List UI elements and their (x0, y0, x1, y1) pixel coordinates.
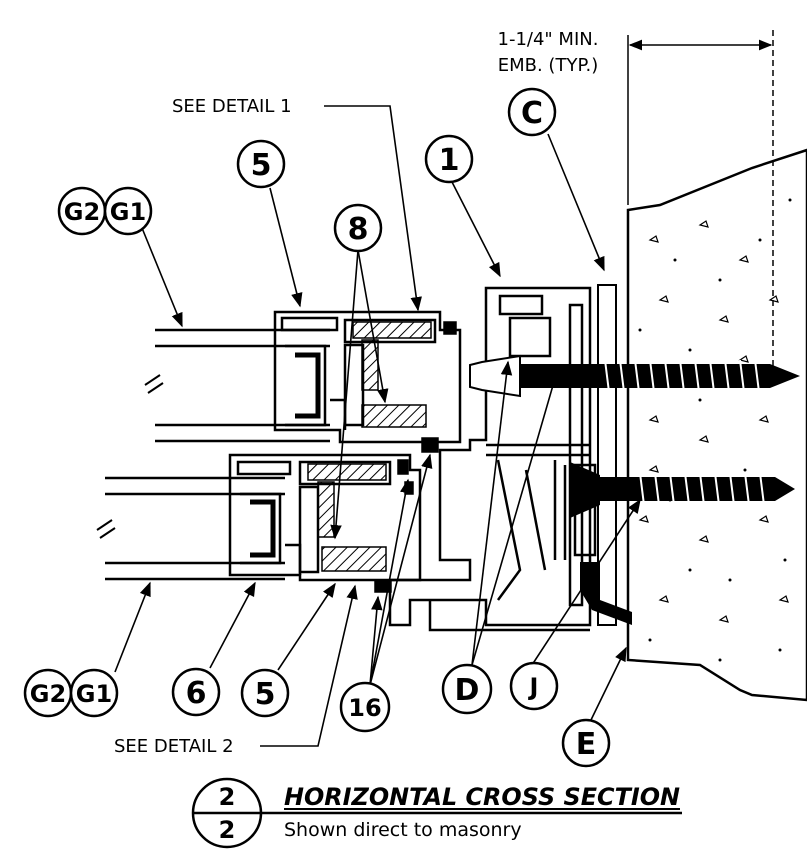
svg-text:G2: G2 (30, 680, 66, 708)
svg-text:5: 5 (255, 677, 276, 712)
callout-5-bottom: 5 (240, 668, 290, 718)
sealant-bead (580, 562, 632, 625)
svg-text:J: J (528, 673, 539, 701)
callout-d: D (441, 663, 493, 715)
upper-glass-unit (144, 328, 330, 443)
drawing-title: HORIZONTAL CROSS SECTION (284, 783, 680, 811)
embedment-note-line2: EMB. (TYP.) (498, 55, 599, 76)
masonry-wall (626, 148, 807, 702)
shim (597, 284, 617, 626)
sheet-number: 2 (219, 816, 236, 844)
svg-text:6: 6 (186, 676, 207, 711)
lower-gasket-top (307, 463, 387, 481)
callout-g2-top: G2 (57, 186, 107, 236)
svg-text:C: C (521, 96, 543, 131)
drawing-subtitle: Shown direct to masonry (284, 819, 522, 841)
svg-text:1: 1 (439, 143, 460, 178)
callout-g1-bottom: G1 (69, 668, 119, 718)
callout-g1-top: G1 (103, 186, 153, 236)
svg-text:5: 5 (251, 148, 272, 183)
anchor-screw-upper (469, 354, 800, 398)
callout-c: C (507, 87, 557, 137)
callout-5-top: 5 (236, 139, 286, 189)
see-detail-1-note: SEE DETAIL 1 (172, 96, 292, 117)
main-frame-profile (388, 286, 597, 632)
callout-g2-bottom: G2 (23, 668, 73, 718)
callout-8: 8 (333, 203, 383, 253)
lower-gasket-leg (317, 481, 335, 538)
svg-text:G2: G2 (64, 198, 100, 226)
callout-e: E (561, 718, 611, 768)
embedment-note-line1: 1-1/4" MIN. (498, 29, 599, 50)
anchor-screw-lower (570, 462, 795, 518)
lower-setting-block (321, 546, 387, 572)
callout-j: J (509, 661, 559, 711)
svg-text:G1: G1 (76, 680, 112, 708)
svg-text:G1: G1 (110, 198, 146, 226)
callout-16: 16 (339, 681, 391, 733)
detail-number: 2 (219, 783, 236, 811)
embedment-dimension (627, 30, 774, 380)
upper-gasket-top (352, 321, 432, 339)
callout-1: 1 (424, 134, 474, 184)
see-detail-2-note: SEE DETAIL 2 (114, 736, 234, 757)
svg-text:16: 16 (348, 694, 381, 722)
lower-glass-unit (96, 476, 285, 581)
callout-6: 6 (171, 667, 221, 717)
weatherstrip-clips (374, 321, 457, 593)
leader-lines (114, 105, 641, 747)
svg-text:D: D (455, 673, 480, 708)
title-block: 2 2 HORIZONTAL CROSS SECTION Shown direc… (191, 777, 682, 849)
svg-text:8: 8 (348, 212, 369, 247)
upper-setting-block (361, 404, 427, 428)
svg-text:E: E (576, 727, 597, 762)
